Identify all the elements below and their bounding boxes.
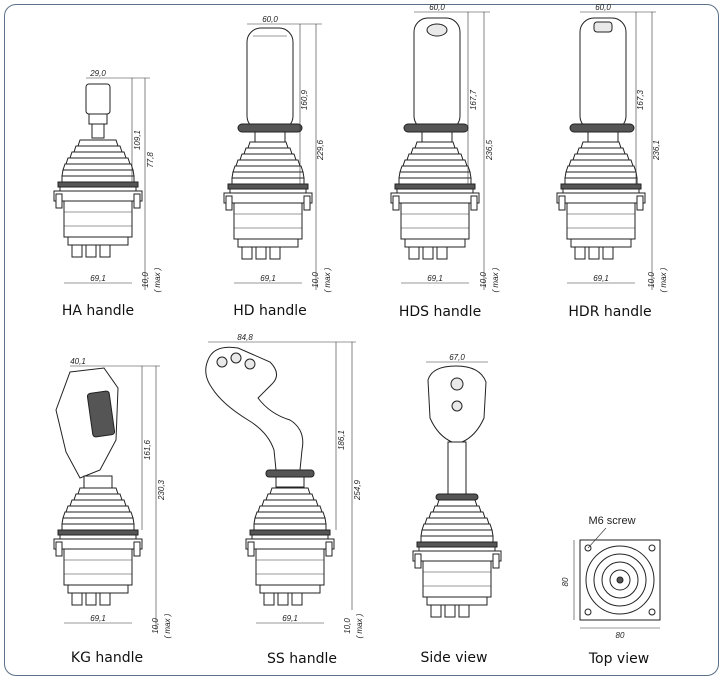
ss-dim-height2: 254,9 [353,479,362,501]
hdr-dim-height2: 236,1 [652,140,661,161]
hds-dim-height2: 236,5 [485,139,494,161]
topview-screw-label: M6 screw [588,515,635,527]
ha-drawing [53,77,150,290]
ss-handle-label: SS handle [267,651,337,667]
hds-dim-max: ( max ) [491,267,500,292]
hdr-dim-top: 60,0 [595,3,611,12]
hdr-dim-base: 69,1 [593,274,609,283]
hds-drawing [390,11,490,290]
hds-dim-base: 69,1 [427,274,443,283]
hdr-handle-label: HDR handle [568,304,652,320]
kg-drawing [53,365,160,630]
hdr-dim-max: ( max ) [659,267,668,292]
hdr-dim-bottom: 10,0 [647,272,656,288]
side-view-label: Side view [420,650,488,666]
kg-dim-height1: 161,6 [143,439,152,460]
ss-dim-top: 84,8 [237,333,253,342]
ha-dim-height2: 77,8 [146,152,155,168]
side-dim-top: 67,0 [449,353,465,362]
hd-drawing [223,23,322,290]
ha-handle-label: HA handle [61,303,135,319]
ss-dim-bottom: 10,0 [343,618,352,634]
ss-dim-base: 69,1 [282,614,298,623]
ss-dim-max: ( max ) [355,613,364,638]
ha-dim-top: 29,0 [89,69,106,78]
figure-frame [4,4,719,676]
hds-handle-label: HDS handle [398,304,482,320]
hd-dim-height2: 229,6 [316,139,325,161]
hdr-dim-height1: 167,3 [636,89,645,110]
kg-handle-label: KG handle [70,650,144,666]
ha-dim-max: ( max ) [153,267,162,292]
hd-dim-bottom: 10,0 [311,272,320,288]
hd-dim-max: ( max ) [323,267,332,292]
ss-dim-height1: 186,1 [337,430,346,450]
ha-dim-base: 69,1 [90,274,106,283]
ha-dim-bottom: 10,0 [141,272,150,288]
hds-dim-height1: 167,7 [469,89,478,110]
kg-dim-top: 40,1 [70,357,86,366]
hd-handle-label: HD handle [233,303,307,319]
hdr-drawing [556,11,656,290]
hd-dim-base: 69,1 [260,274,276,283]
kg-dim-height2: 230,3 [157,479,166,501]
kg-dim-max: ( max ) [163,613,172,638]
kg-dim-base: 69,1 [90,614,106,623]
kg-dim-bottom: 10,0 [151,618,160,634]
hds-dim-bottom: 10,0 [479,272,488,288]
hds-dim-top: 60,0 [429,3,445,12]
hd-dim-height1: 160,9 [300,89,309,110]
top-view-label: Top view [588,651,650,667]
ha-dim-height1: 109,1 [133,130,142,150]
top-view-drawing [573,527,661,629]
hd-dim-top: 60,0 [262,15,278,24]
side-view-drawing [412,361,502,618]
topview-dim-w: 80 [616,631,625,640]
topview-dim-h: 80 [561,577,570,586]
ss-drawing [205,341,356,624]
